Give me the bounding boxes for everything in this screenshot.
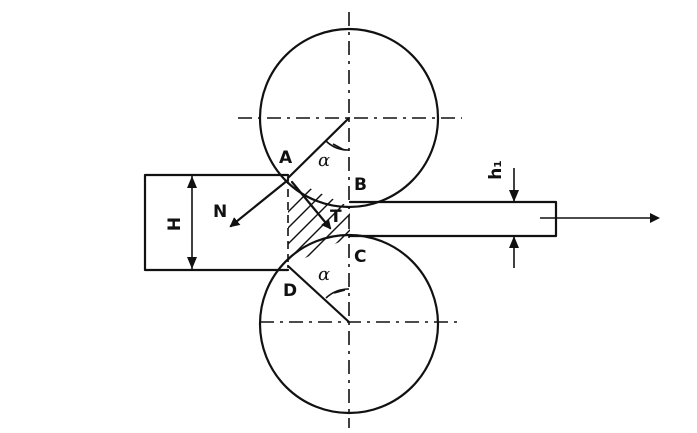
upper-contact-radius — [286, 116, 351, 180]
outgoing-workpiece — [348, 200, 558, 238]
label-alpha-lower: α — [318, 264, 330, 285]
lower-contact-radius — [286, 264, 351, 324]
label-alpha-upper: α — [318, 150, 330, 171]
lower-roll — [258, 233, 440, 415]
label-n: N — [213, 202, 227, 222]
h-dimension-arrow-top — [187, 176, 197, 188]
label-t: T — [330, 207, 342, 227]
h1-arrow-top — [509, 190, 519, 202]
h1-arrow-bottom — [509, 236, 519, 248]
upper-angle-arc — [325, 140, 350, 151]
friction-force-arrow — [290, 180, 332, 230]
incoming-workpiece — [143, 173, 290, 272]
lower-angle-arc — [325, 288, 350, 299]
label-a: A — [279, 148, 293, 168]
label-d: D — [283, 281, 297, 301]
normal-force-arrow — [229, 178, 290, 228]
label-h-upper: H — [165, 217, 185, 231]
lower-angle-tick — [333, 289, 346, 294]
label-h1: h₁ — [486, 160, 506, 180]
upper-angle-tick — [332, 143, 345, 151]
label-b: B — [354, 175, 367, 195]
h-dimension-arrow-bottom — [187, 257, 197, 269]
deformation-zone-hatching — [288, 178, 350, 266]
label-c: C — [354, 247, 366, 267]
